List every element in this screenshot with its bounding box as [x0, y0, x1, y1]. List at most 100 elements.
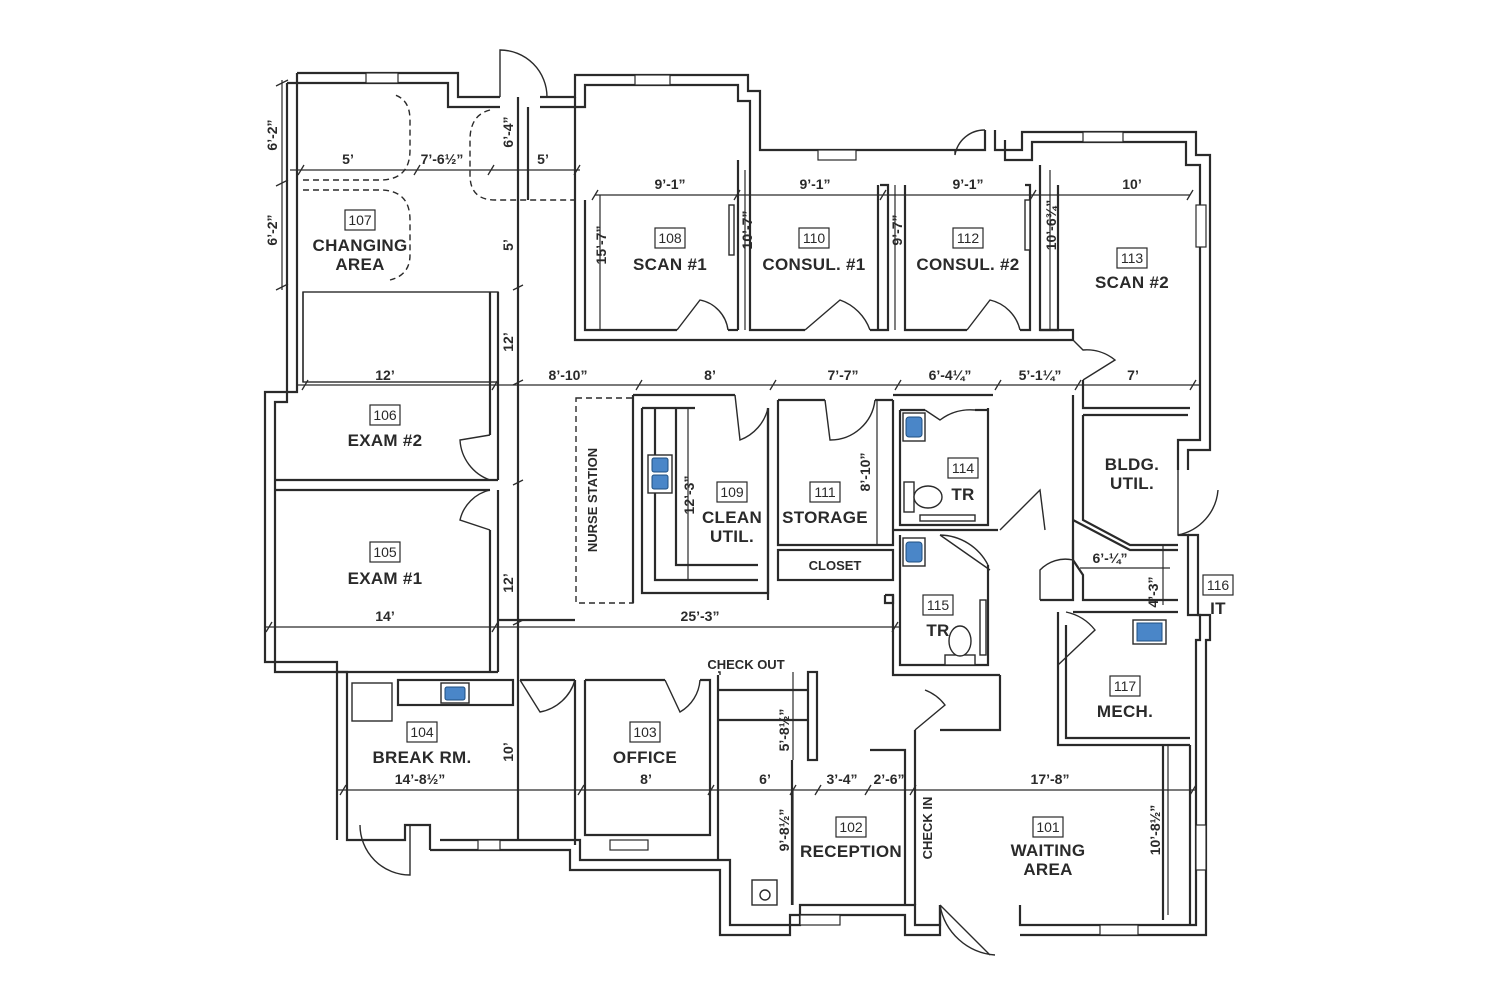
outer-walls [263, 71, 1212, 937]
room-name: UTIL. [710, 527, 754, 546]
room-106: 106 EXAM #2 [348, 404, 423, 450]
room-labels: 107 CHANGING AREA 108 SCAN #1 110 CONSUL… [313, 209, 1234, 879]
area-labels: NURSE STATION CLOSET CHECK OUT CHECK IN [585, 448, 935, 860]
room-110: 110 CONSUL. #1 [762, 227, 865, 274]
room-name: SCAN #1 [633, 255, 707, 274]
room-109: 109 CLEAN UTIL. [702, 481, 762, 546]
dim-label: 17’-8” [1031, 771, 1070, 787]
dim-label: 25’-3” [681, 608, 720, 624]
room-name: TR [926, 621, 949, 640]
dim-label: 9’-8½” [776, 809, 792, 852]
nurse-station-label: NURSE STATION [585, 448, 600, 552]
dim-label: 6’ [759, 771, 771, 787]
grab-bar [919, 514, 976, 522]
check-in-label: CHECK IN [920, 797, 935, 860]
room-number: 107 [348, 212, 372, 228]
dim-label: 15’-7” [593, 226, 609, 265]
room-name: OFFICE [613, 748, 677, 767]
dim-label: 6’-4¼” [929, 367, 972, 383]
mech-unit-icon [1132, 619, 1167, 645]
room-111: 111 STORAGE [782, 481, 868, 527]
room-107: 107 CHANGING AREA [313, 209, 408, 274]
room-104: 104 BREAK RM. [372, 721, 471, 767]
room-number: 106 [373, 407, 397, 423]
dim-label: 12’ [375, 367, 394, 383]
room-number: 116 [1207, 577, 1230, 593]
sliding-door-icon [1024, 199, 1031, 251]
room-number: 117 [1114, 678, 1137, 694]
dim-label: 10’ [1122, 176, 1141, 192]
toilet-icon [944, 625, 976, 666]
dim-label: 5’ [342, 151, 354, 167]
sink-icon [647, 454, 673, 494]
grab-bar [979, 599, 987, 656]
dim-label: 5’-1¼” [1019, 367, 1062, 383]
dim-label: 5’-8½” [776, 709, 792, 752]
dim-label: 5’ [500, 239, 516, 251]
dim-label: 10’-7” [739, 211, 755, 250]
dim-label: 9’-1” [952, 176, 983, 192]
room-114: 114 TR [947, 457, 979, 504]
doors [359, 49, 1219, 956]
room-number: 104 [410, 724, 434, 740]
room-name: WAITING [1011, 841, 1086, 860]
dim-label: 9’-7” [889, 214, 905, 245]
room-112: 112 CONSUL. #2 [916, 227, 1019, 274]
dim-label: 8’-10” [857, 453, 873, 492]
dim-label: 9’-1” [799, 176, 830, 192]
room-102: 102 RECEPTION [800, 816, 902, 861]
dim-label: 5’ [537, 151, 549, 167]
room-number: 114 [952, 460, 975, 476]
room-number: 113 [1121, 250, 1144, 266]
room-name: CONSUL. #2 [916, 255, 1019, 274]
room-name: EXAM #1 [348, 569, 423, 588]
dimension-labels: 6’-2” 6’-2” 5’ 7’-6½” 6’-4” 5’ 5’ 15’-7”… [264, 116, 1163, 855]
room-name: AREA [1023, 860, 1072, 879]
dim-label: 6’-2” [264, 119, 280, 150]
toilet-icon [903, 481, 943, 513]
room-number: 108 [658, 230, 682, 246]
dim-label: 8’-10” [549, 367, 588, 383]
room-name: BLDG. [1105, 455, 1159, 474]
check-out-label: CHECK OUT [707, 657, 784, 672]
room-101: 101 WAITING AREA [1011, 816, 1086, 879]
room-103: 103 OFFICE [613, 721, 677, 767]
room-bldg-util: BLDG. UTIL. [1105, 455, 1159, 493]
dim-label: 6’-4” [500, 116, 516, 147]
room-name: TR [951, 485, 974, 504]
room-105: 105 EXAM #1 [348, 541, 423, 588]
room-name: CONSUL. #1 [762, 255, 865, 274]
room-name: MECH. [1097, 702, 1153, 721]
room-number: 105 [373, 544, 397, 560]
room-number: 111 [814, 484, 835, 500]
dim-label: 14’ [375, 608, 394, 624]
room-name: IT [1210, 599, 1226, 618]
room-name: CHANGING [313, 236, 408, 255]
dim-label: 4’-3” [1145, 576, 1161, 607]
room-113: 113 SCAN #2 [1095, 247, 1169, 292]
windows [365, 72, 1207, 936]
room-name: UTIL. [1110, 474, 1154, 493]
dimension-lines [265, 79, 1200, 915]
curtains [303, 94, 575, 281]
room-name: CLEAN [702, 508, 762, 527]
room-name: RECEPTION [800, 842, 902, 861]
room-number: 101 [1036, 819, 1060, 835]
room-116: 116 IT [1202, 574, 1234, 618]
dim-label: 12’ [500, 573, 516, 592]
room-name: EXAM #2 [348, 431, 423, 450]
room-number: 103 [633, 724, 657, 740]
dim-label: 8’ [640, 771, 652, 787]
room-name: BREAK RM. [372, 748, 471, 767]
sliding-door-icon [728, 204, 735, 256]
dim-label: 12’-3” [681, 476, 697, 515]
dim-label: 3’-4” [826, 771, 857, 787]
room-108: 108 SCAN #1 [633, 227, 707, 274]
dim-label: 6’-2” [264, 214, 280, 245]
room-name: STORAGE [782, 508, 868, 527]
dim-label: 8’ [704, 367, 716, 383]
dim-label: 7’-7” [827, 367, 858, 383]
room-number: 110 [803, 230, 826, 246]
room-number: 112 [957, 230, 980, 246]
